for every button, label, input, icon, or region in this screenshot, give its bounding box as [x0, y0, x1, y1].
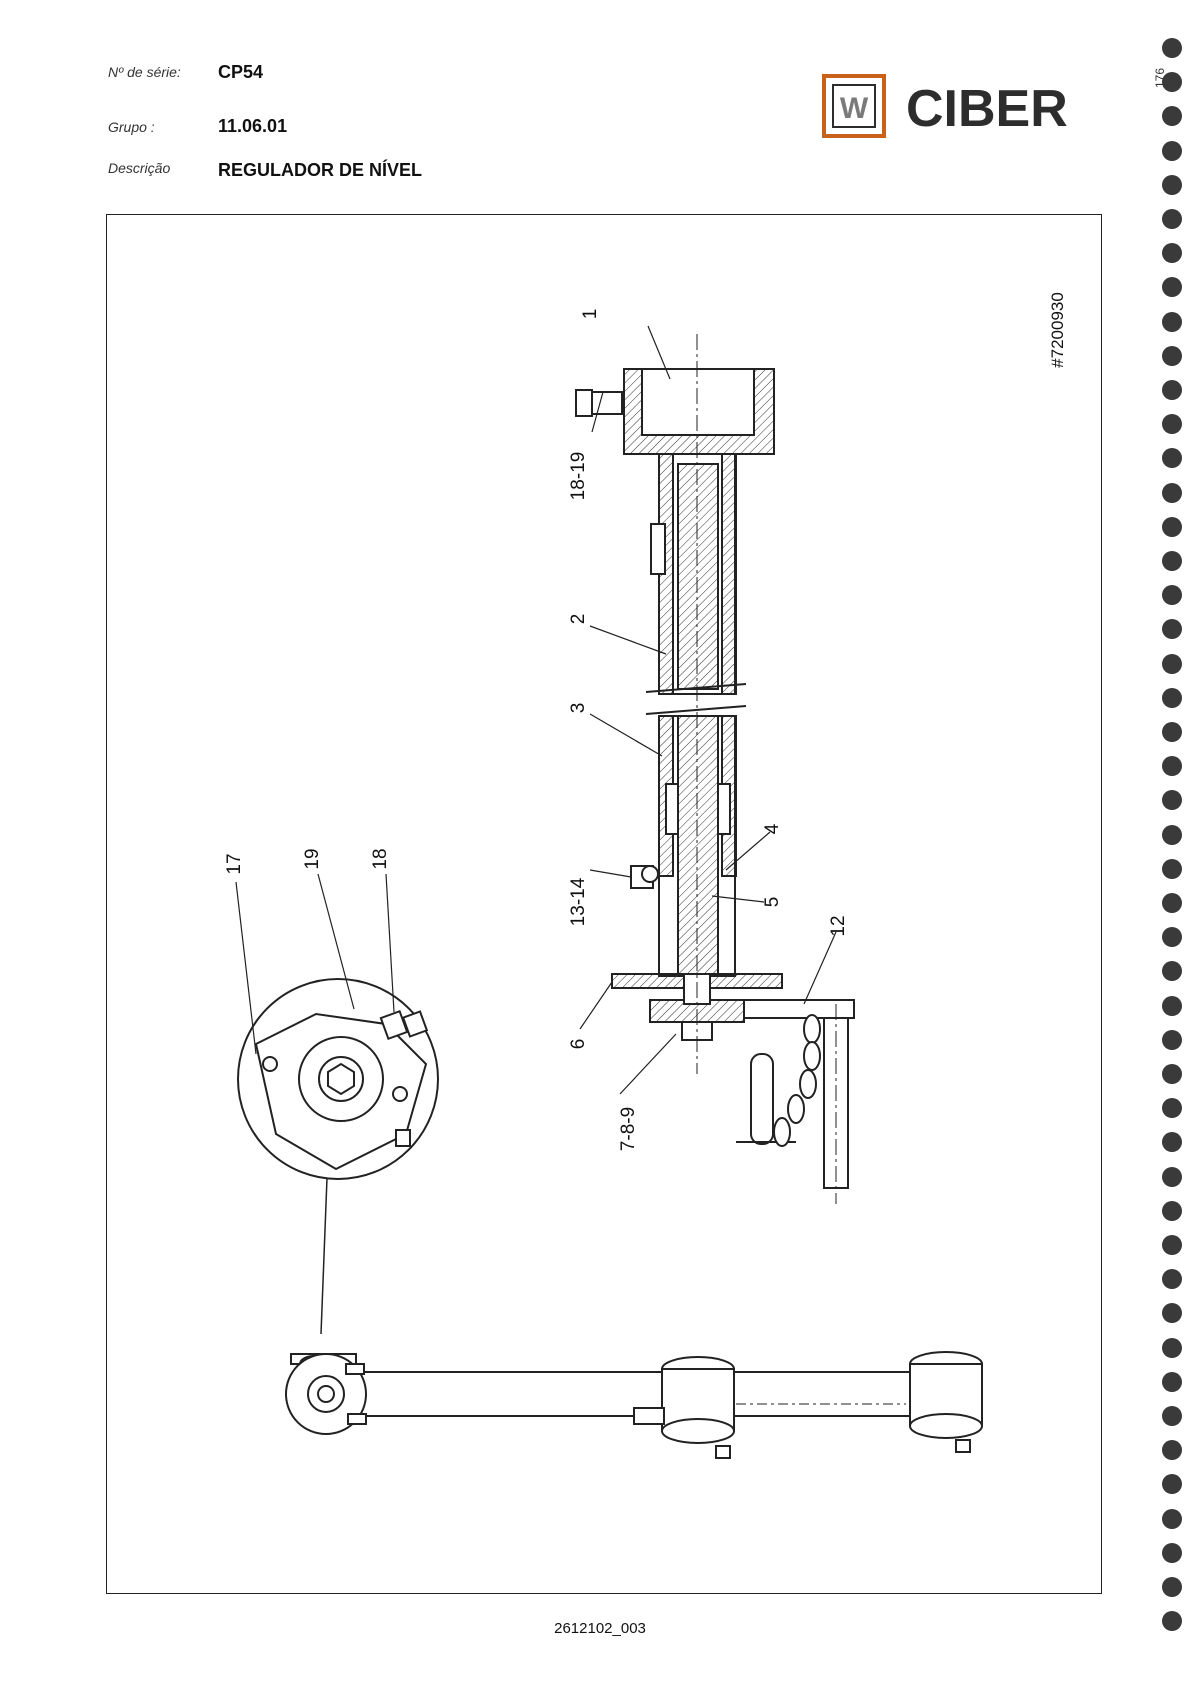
callout-19: 19 [302, 848, 323, 869]
binder-hole [1162, 722, 1182, 742]
binder-hole [1162, 927, 1182, 948]
description-value: REGULADOR DE NÍVEL [218, 160, 423, 180]
callout-2: 2 [568, 614, 589, 625]
binder-hole [1162, 1474, 1182, 1495]
drawing-frame [106, 214, 1102, 1594]
binder-hole [1162, 482, 1182, 503]
description-label: Descrição [108, 160, 171, 176]
callout-6: 6 [568, 1039, 589, 1050]
binder-hole [1162, 824, 1182, 845]
binder-hole [1162, 1440, 1182, 1461]
group-label: Grupo : [108, 119, 155, 135]
binder-hole [1162, 961, 1182, 982]
callout-13-14: 13-14 [568, 877, 589, 926]
drawing-reference: #7200930 [1048, 292, 1067, 368]
binder-hole [1162, 790, 1182, 811]
binder-hole [1162, 687, 1182, 708]
document-id: 2612102_003 [554, 1620, 646, 1637]
binder-hole [1162, 174, 1182, 195]
binder-hole [1162, 1337, 1182, 1358]
binder-hole [1162, 1371, 1182, 1392]
binder-hole [1162, 448, 1182, 469]
binder-hole [1162, 1064, 1182, 1084]
binder-hole [1162, 209, 1182, 229]
binder-hole [1162, 1029, 1182, 1050]
binder-hole [1162, 1098, 1182, 1119]
callout-3: 3 [568, 703, 589, 714]
binder-hole [1162, 1200, 1182, 1221]
callout-1: 1 [580, 309, 601, 320]
binder-hole [1162, 72, 1182, 93]
binder-hole [1162, 585, 1182, 606]
binder-hole [1162, 311, 1182, 332]
group-value: 11.06.01 [218, 116, 288, 136]
binder-hole [1162, 1508, 1182, 1529]
binder-hole [1162, 1166, 1182, 1187]
logo-wordmark: CIBER [906, 80, 1068, 138]
callout-17: 17 [224, 853, 245, 874]
binder-hole [1162, 653, 1182, 674]
callout-5: 5 [762, 897, 783, 908]
binder-hole [1162, 619, 1182, 640]
binder-hole [1162, 1406, 1182, 1426]
ciber-logo: W CIBER [822, 74, 1068, 138]
binder-hole [1162, 243, 1182, 264]
binder-hole [1162, 1132, 1182, 1153]
binder-hole [1162, 1577, 1182, 1597]
binder-hole [1162, 380, 1182, 400]
binder-hole [1162, 1542, 1182, 1563]
binder-hole [1162, 995, 1182, 1016]
callout-12: 12 [828, 915, 849, 936]
callout-4: 4 [762, 823, 783, 834]
binder-hole [1162, 551, 1182, 571]
logo-mark: W [840, 92, 869, 125]
binder-holes [1152, 0, 1192, 1699]
binder-hole [1162, 1269, 1182, 1290]
serial-label: Nº de série: [108, 64, 181, 80]
binder-hole [1162, 1235, 1182, 1255]
binder-hole [1162, 414, 1182, 435]
binder-hole [1162, 756, 1182, 777]
binder-hole [1162, 858, 1182, 879]
serial-value: CP54 [218, 62, 264, 82]
binder-hole [1162, 893, 1182, 913]
binder-hole [1162, 1611, 1182, 1632]
technical-drawing: 1 18-19 2 3 4 5 13-14 12 6 7-8-9 17 19 1… [224, 309, 983, 1459]
binder-hole [1162, 516, 1182, 537]
binder-hole [1162, 1303, 1182, 1324]
callout-7-8-9: 7-8-9 [618, 1107, 639, 1151]
binder-hole [1162, 106, 1182, 127]
binder-hole [1162, 345, 1182, 366]
binder-hole [1162, 140, 1182, 161]
callout-18-19: 18-19 [568, 452, 589, 501]
callout-18: 18 [370, 848, 391, 869]
binder-hole [1162, 38, 1182, 58]
binder-hole [1162, 277, 1182, 298]
